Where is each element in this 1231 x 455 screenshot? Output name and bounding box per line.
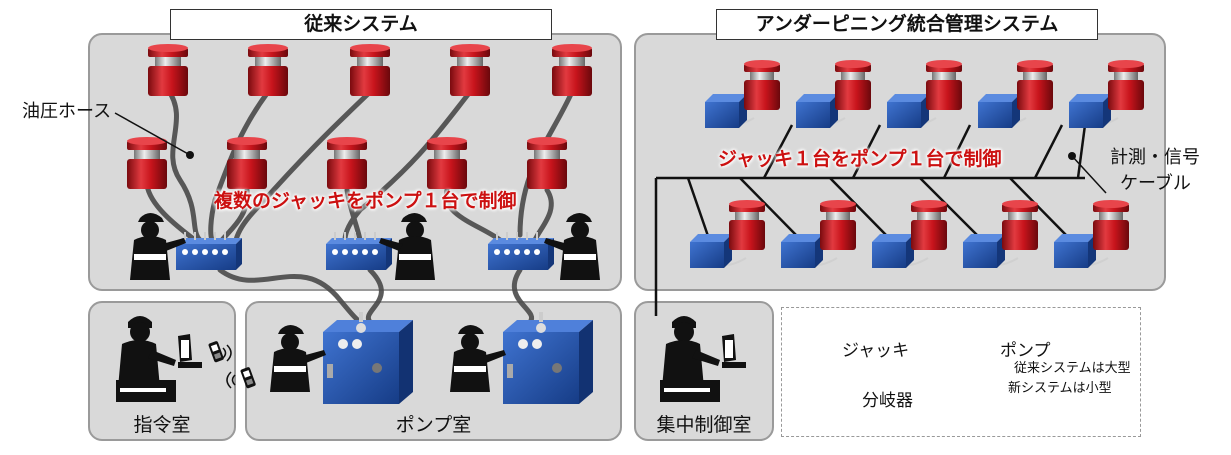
conventional-hoses <box>144 87 575 325</box>
pump-s1 <box>705 94 747 128</box>
legend-jack-label: ジャッキ <box>842 341 910 361</box>
conventional-caption: 複数のジャッキをポンプ１台で制御 <box>214 190 517 212</box>
legend-note-1: 従来システムは大型 <box>1014 361 1131 376</box>
integrated-system-title: アンダーピニング統合管理システム <box>716 9 1098 40</box>
command-operator <box>116 316 202 402</box>
jack-c2 <box>248 44 288 96</box>
manifold-3 <box>488 232 554 270</box>
legend-box <box>781 307 1141 437</box>
pump-s4 <box>978 94 1020 128</box>
legend-note-2: 新システムは小型 <box>1008 381 1112 396</box>
legend-pump-label: ポンプ <box>1000 341 1051 361</box>
hydraulic-hose-label: 油圧ホース <box>22 101 112 122</box>
conventional-system-title: 従来システム <box>170 9 552 40</box>
big-pump-1 <box>323 312 413 404</box>
integrated-caption: ジャッキ１台をポンプ１台で制御 <box>718 148 1002 170</box>
jack-s2 <box>835 60 871 110</box>
pump-s9 <box>963 234 1005 268</box>
pump-worker-1 <box>270 325 326 392</box>
jack-s8 <box>911 200 947 250</box>
legend-manifold-label: 分岐器 <box>862 391 913 411</box>
command-room-panel <box>88 301 236 441</box>
jack-c3 <box>350 44 390 96</box>
pump-s6 <box>690 234 732 268</box>
jack-c8 <box>327 137 367 189</box>
jack-s6 <box>729 200 765 250</box>
pump-worker-2 <box>450 325 506 392</box>
pump-s7 <box>781 234 823 268</box>
measure-signal-cable-label-2: ケーブル <box>1120 173 1191 194</box>
jack-c6 <box>127 137 167 189</box>
jack-c1 <box>148 44 188 96</box>
jack-c4 <box>450 44 490 96</box>
central-control-room-panel <box>634 301 774 441</box>
jack-s3 <box>926 60 962 110</box>
big-pump-2 <box>503 312 593 404</box>
jack-c10 <box>527 137 567 189</box>
jack-s7 <box>820 200 856 250</box>
pump-s8 <box>872 234 914 268</box>
jack-c5 <box>552 44 592 96</box>
pump-s3 <box>887 94 929 128</box>
jack-s9 <box>1002 200 1038 250</box>
central-operator <box>660 316 746 402</box>
command-room-label: 指令室 <box>133 414 191 436</box>
pump-room-label: ポンプ室 <box>395 414 472 436</box>
jack-s5 <box>1108 60 1144 110</box>
pump-s10 <box>1054 234 1096 268</box>
pump-s5 <box>1069 94 1111 128</box>
measure-signal-cable-label-1: 計測・信号 <box>1110 147 1200 168</box>
signal-cables <box>654 124 1087 316</box>
jack-c7 <box>227 137 267 189</box>
jack-s1 <box>744 60 780 110</box>
central-control-room-label: 集中制御室 <box>656 414 752 436</box>
pump-s2 <box>796 94 838 128</box>
jack-c9 <box>427 137 467 189</box>
jack-s10 <box>1093 200 1129 250</box>
jack-s4 <box>1017 60 1053 110</box>
